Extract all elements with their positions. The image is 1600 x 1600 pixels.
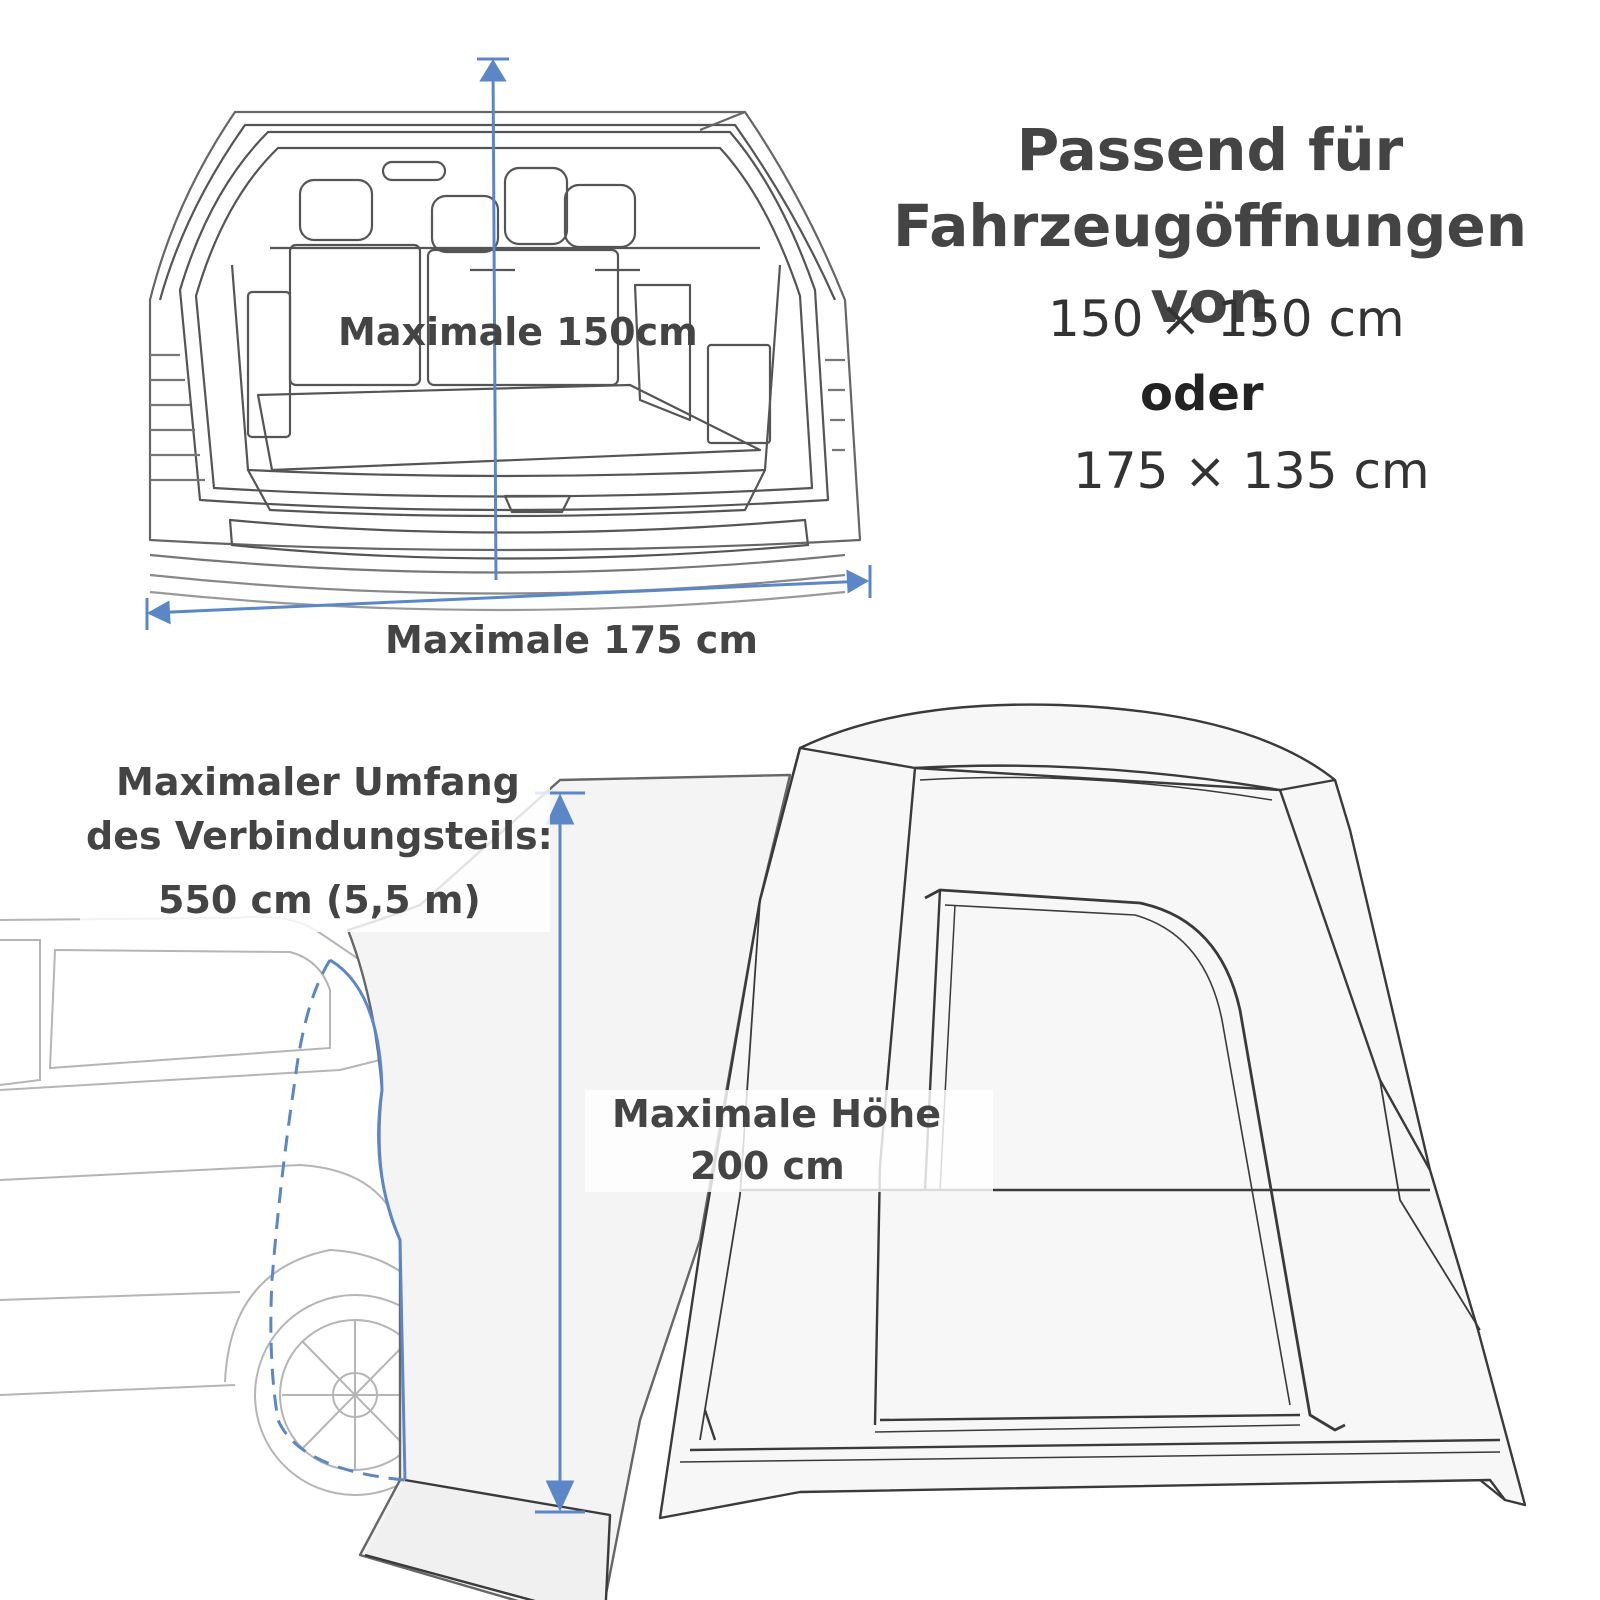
tent-drawing <box>346 703 1527 1600</box>
trunk-width-dimension <box>145 565 872 630</box>
trunk-width-label: Maximale 175 cm <box>385 618 758 662</box>
headline: Passend für Fahrzeugöffnungen von <box>830 112 1590 340</box>
size-option-175x135: 175 × 135 cm <box>1073 442 1430 500</box>
headline-line-1: Passend für <box>1016 116 1404 184</box>
tent-height-label-box <box>585 1090 993 1192</box>
tent-height-dimension <box>535 791 585 1514</box>
car-trunk-drawing <box>148 110 862 612</box>
tent-height-label-line-2: 200 cm <box>690 1144 845 1188</box>
perimeter-label-line-3: 550 cm (5,5 m) <box>158 878 481 922</box>
perimeter-indicator <box>269 958 407 1482</box>
trunk-height-dimension <box>477 57 509 581</box>
size-option-150x150: 150 × 150 cm <box>1048 290 1405 348</box>
tent-height-label-line-1: Maximale Höhe <box>612 1092 941 1136</box>
perimeter-label-line-2: des Verbindungsteils: <box>86 814 553 858</box>
perimeter-label-box <box>80 752 550 932</box>
headline-line-2: Fahrzeugöffnungen von <box>892 192 1527 336</box>
separator-or: oder <box>1140 366 1264 422</box>
trunk-height-label: Maximale 150cm <box>338 310 698 354</box>
perimeter-label-line-1: Maximaler Umfang <box>116 760 520 804</box>
